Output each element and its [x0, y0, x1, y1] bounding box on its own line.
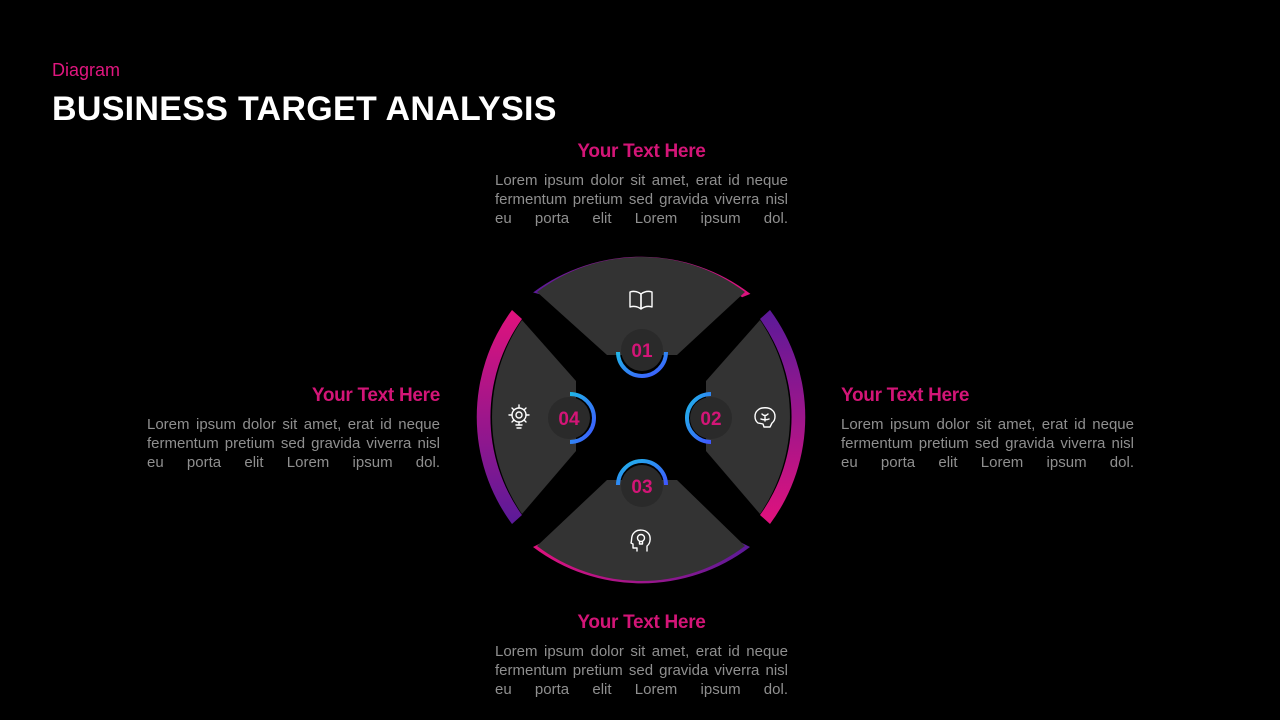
text-block-top-heading: Your Text Here — [577, 141, 706, 162]
open-book-icon — [629, 290, 653, 310]
badge-02-number: 02 — [700, 409, 721, 430]
gear-lightbulb-icon — [508, 404, 530, 429]
segment-03 — [533, 480, 750, 584]
segment-04-wedge — [492, 320, 576, 514]
head-lightbulb-icon — [630, 529, 651, 552]
text-block-top: Your Text Here Lorem ipsum dolor sit ame… — [495, 141, 788, 228]
badge-04-number: 04 — [558, 409, 580, 430]
text-block-bottom-heading: Your Text Here — [577, 612, 706, 633]
text-block-right: Your Text Here Lorem ipsum dolor sit ame… — [841, 385, 1134, 472]
segment-02-ring — [760, 310, 806, 524]
text-block-left-body: Lorem ipsum dolor sit amet, erat id nequ… — [147, 416, 440, 471]
segment-04 — [476, 310, 576, 524]
text-block-right-body: Lorem ipsum dolor sit amet, erat id nequ… — [841, 416, 1134, 471]
segment-03-ring — [533, 543, 750, 584]
badge-01: 01 — [616, 329, 668, 378]
text-block-left-heading: Your Text Here — [311, 385, 440, 406]
text-block-bottom: Your Text Here Lorem ipsum dolor sit ame… — [495, 612, 788, 699]
segment-02 — [706, 310, 806, 524]
brain-icon — [754, 407, 776, 428]
segment-04-ring — [476, 310, 522, 524]
segment-01 — [533, 256, 751, 355]
badge-01-number: 01 — [631, 341, 653, 362]
text-block-right-heading: Your Text Here — [841, 385, 970, 406]
text-block-left: Your Text Here Lorem ipsum dolor sit ame… — [147, 385, 440, 472]
slide-title: BUSINESS TARGET ANALYSIS — [52, 90, 557, 128]
text-block-top-body: Lorem ipsum dolor sit amet, erat id nequ… — [495, 172, 788, 227]
text-block-bottom-body: Lorem ipsum dolor sit amet, erat id nequ… — [495, 643, 788, 698]
badge-03: 03 — [616, 459, 668, 507]
badge-02: 02 — [685, 392, 732, 444]
segment-02-wedge — [706, 320, 790, 514]
slide-kicker: Diagram — [52, 60, 121, 80]
badge-04: 04 — [548, 392, 596, 444]
badge-03-number: 03 — [631, 477, 652, 498]
